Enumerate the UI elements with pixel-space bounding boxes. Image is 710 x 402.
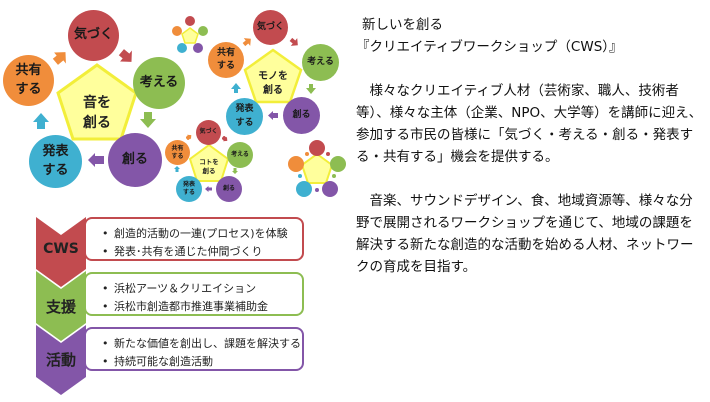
node-think: 考える bbox=[133, 57, 185, 109]
arrow-icon bbox=[231, 83, 241, 93]
center-label: 音を 創る bbox=[83, 95, 111, 131]
paragraph-2: 音楽、サウンドデザイン、食、地域資源等、様々な分野で展開されるワークショップを通… bbox=[356, 193, 694, 275]
arrow-icon bbox=[33, 113, 49, 129]
node-label: 気づく bbox=[256, 21, 284, 32]
process-item: 創造的活動の一連(プロセス)を体験 bbox=[102, 225, 302, 243]
arrow-icon bbox=[140, 112, 156, 128]
arrow-icon bbox=[222, 136, 228, 142]
paragraph-1: 様々なクリエイティブ人材（芸術家、職人、技術者等）、様々な主体（企業、NPO、大… bbox=[356, 83, 703, 165]
node-label: 発表 する bbox=[182, 181, 195, 196]
process-item: 発表･共有を通じた仲間づくり bbox=[102, 243, 302, 261]
pentagon-center bbox=[243, 48, 303, 104]
mini-cycle-icon bbox=[172, 16, 208, 53]
node-label: 考える bbox=[307, 56, 334, 67]
arrow-icon bbox=[242, 38, 251, 47]
node-notice: 気づく bbox=[68, 10, 119, 61]
node-label: 共有 する bbox=[15, 62, 42, 97]
node-label: 考える bbox=[139, 74, 179, 90]
center-label: コトを 創る bbox=[199, 158, 219, 176]
node-create: 創る bbox=[283, 97, 320, 134]
arrow-icon bbox=[232, 168, 238, 174]
node-label: 共有 する bbox=[171, 144, 184, 160]
node-label: 考える bbox=[231, 150, 249, 158]
node-label: 共有 する bbox=[216, 47, 235, 71]
arrow-icon bbox=[306, 84, 316, 94]
node-present: 発表 する bbox=[29, 135, 82, 188]
arrow-icon bbox=[268, 111, 278, 120]
arrow-icon bbox=[174, 166, 180, 172]
process-item: 浜松市創造都市推進事業補助金 bbox=[102, 298, 302, 316]
description-panel: 新しいを創る 『クリエイティブワークショップ（CWS）』 様々なクリエイティブ人… bbox=[356, 14, 706, 278]
arrow-icon bbox=[289, 37, 298, 46]
node-share: 共有 する bbox=[165, 140, 190, 165]
process-item: 新たな価値を創出し、課題を解決する bbox=[102, 335, 302, 353]
node-label: 創る bbox=[222, 184, 235, 192]
center-label: モノを 創る bbox=[258, 71, 288, 96]
title-line-1: 新しいを創る bbox=[362, 17, 443, 33]
node-label: 気づく bbox=[199, 128, 218, 136]
blank-cycle-icon bbox=[288, 140, 346, 197]
node-share: 共有 する bbox=[208, 42, 244, 78]
process-item: 浜松アーツ＆クリエイション bbox=[102, 280, 302, 298]
process-box-activity: 新たな価値を創出し、課題を解決する 持続可能な創造活動 bbox=[84, 327, 304, 371]
node-label: 発表 する bbox=[42, 143, 69, 178]
process-label-cws: CWS bbox=[43, 241, 79, 257]
node-think: 考える bbox=[227, 142, 253, 168]
node-notice: 気づく bbox=[196, 120, 221, 145]
arrow-icon bbox=[88, 153, 104, 167]
process-item: 持続可能な創造活動 bbox=[102, 353, 302, 371]
node-share: 共有 する bbox=[3, 55, 54, 106]
node-label: 気づく bbox=[73, 27, 113, 43]
chevron-cws bbox=[36, 217, 86, 287]
node-label: 発表 する bbox=[235, 104, 254, 128]
arrow-icon bbox=[118, 49, 132, 62]
pentagon-center bbox=[188, 143, 230, 182]
process-label-support: 支援 bbox=[45, 298, 76, 316]
pentagon-center bbox=[56, 63, 138, 141]
node-present: 発表 する bbox=[226, 98, 263, 135]
process-label-activity: 活動 bbox=[45, 351, 76, 369]
process-box-cws: 創造的活動の一連(プロセス)を体験 発表･共有を通じた仲間づくり bbox=[84, 217, 304, 261]
node-create: 創る bbox=[216, 176, 242, 202]
arrow-icon bbox=[52, 52, 66, 65]
node-think: 考える bbox=[302, 44, 339, 81]
arrow-icon bbox=[205, 186, 212, 192]
node-present: 発表 する bbox=[176, 176, 202, 202]
title-line-2: 『クリエイティブワークショップ（CWS）』 bbox=[356, 39, 623, 55]
node-create: 創る bbox=[108, 133, 162, 187]
node-label: 創る bbox=[292, 109, 311, 120]
node-label: 創る bbox=[121, 151, 148, 167]
chevron-support bbox=[36, 271, 86, 341]
node-notice: 気づく bbox=[253, 10, 288, 45]
arrow-icon bbox=[186, 134, 192, 140]
chevron-activity bbox=[36, 325, 86, 395]
process-box-support: 浜松アーツ＆クリエイション 浜松市創造都市推進事業補助金 bbox=[84, 272, 304, 316]
